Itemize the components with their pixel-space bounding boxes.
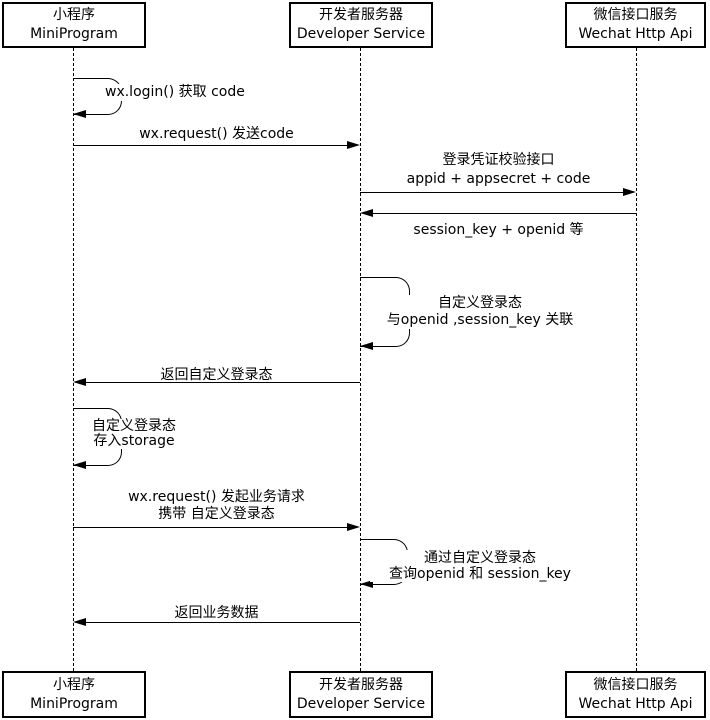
- message-line-session-key: [371, 213, 636, 214]
- actor-box-top-wechat-api: 微信接口服务 Wechat Http Api: [565, 2, 706, 48]
- actor-box-bottom-miniprogram: 小程序 MiniProgram: [2, 671, 146, 718]
- actor-box-bottom-developer-service: 开发者服务器 Developer Service: [289, 671, 433, 718]
- message-label-line2: 携带 自定义登录态: [158, 506, 275, 522]
- message-label-line1: wx.request() 发起业务请求: [128, 489, 305, 505]
- message-label-custom-login-state: 自定义登录态 与openid ,session_key 关联: [370, 295, 590, 329]
- actor-name-en: MiniProgram: [30, 26, 118, 42]
- arrowhead-left-icon: [73, 110, 86, 118]
- actor-name-cn: 小程序: [53, 7, 95, 23]
- message-label-store-storage: 自定义登录态 存入storage: [84, 419, 184, 449]
- actor-name-en: Wechat Http Api: [578, 26, 693, 42]
- actor-name-cn: 开发者服务器: [319, 7, 403, 23]
- message-line-return-business-data: [85, 622, 360, 623]
- message-label-code2session: 登录凭证校验接口 appid + appsecret + code: [360, 151, 637, 189]
- message-label-query-openid: 通过自定义登录态 查询openid 和 session_key: [370, 550, 590, 582]
- message-line-code2session: [360, 192, 625, 193]
- message-label-line1: 自定义登录态: [438, 295, 522, 311]
- arrowhead-left-icon: [360, 209, 373, 217]
- actor-box-top-miniprogram: 小程序 MiniProgram: [2, 2, 146, 48]
- actor-name-en: Developer Service: [296, 26, 426, 42]
- message-line-send-code: [73, 145, 351, 146]
- arrowhead-left-icon: [360, 342, 373, 350]
- arrowhead-right-icon: [347, 141, 360, 149]
- message-label-wx-login: wx.login() 获取 code: [103, 84, 247, 101]
- message-label-line1: 登录凭证校验接口: [442, 152, 555, 168]
- message-label-session-key: session_key + openid 等: [413, 222, 584, 238]
- actor-name-en: Wechat Http Api: [578, 695, 693, 712]
- actor-name-cn: 微信接口服务: [593, 7, 678, 23]
- actor-box-bottom-wechat-api: 微信接口服务 Wechat Http Api: [565, 671, 706, 718]
- arrowhead-right-icon: [623, 188, 636, 196]
- message-line-business-request: [73, 527, 351, 528]
- message-label-line2: 查询openid 和 session_key: [389, 566, 571, 582]
- message-label-line2: appid + appsecret + code: [406, 171, 591, 187]
- lifeline-developer-service: [359, 48, 361, 671]
- arrowhead-left-icon: [73, 461, 86, 469]
- actor-name-en: MiniProgram: [30, 695, 118, 712]
- message-label-business-request: wx.request() 发起业务请求 携带 自定义登录态: [73, 489, 360, 523]
- message-label-return-business-data: 返回业务数据: [174, 605, 259, 621]
- message-label-line2: 与openid ,session_key 关联: [386, 312, 574, 328]
- arrowhead-left-icon: [73, 378, 86, 386]
- arrowhead-right-icon: [347, 523, 360, 531]
- message-label-line1: 通过自定义登录态: [424, 550, 536, 566]
- actor-name-cn: 小程序: [53, 676, 95, 693]
- actor-name-en: Developer Service: [296, 695, 426, 712]
- lifeline-wechat-api: [635, 48, 637, 671]
- message-label-return-login-state: 返回自定义登录态: [160, 367, 273, 383]
- actor-name-cn: 开发者服务器: [319, 676, 403, 693]
- lifeline-miniprogram: [72, 48, 74, 671]
- arrowhead-left-icon: [360, 580, 373, 588]
- message-label-send-code: wx.request() 发送code: [139, 126, 294, 142]
- message-label-line1: 自定义登录态: [92, 418, 176, 434]
- message-line-return-login-state: [85, 382, 360, 383]
- actor-box-top-developer-service: 开发者服务器 Developer Service: [289, 2, 433, 48]
- message-label-line2: 存入storage: [93, 433, 175, 449]
- actor-name-cn: 微信接口服务: [593, 676, 678, 693]
- arrowhead-left-icon: [73, 618, 86, 626]
